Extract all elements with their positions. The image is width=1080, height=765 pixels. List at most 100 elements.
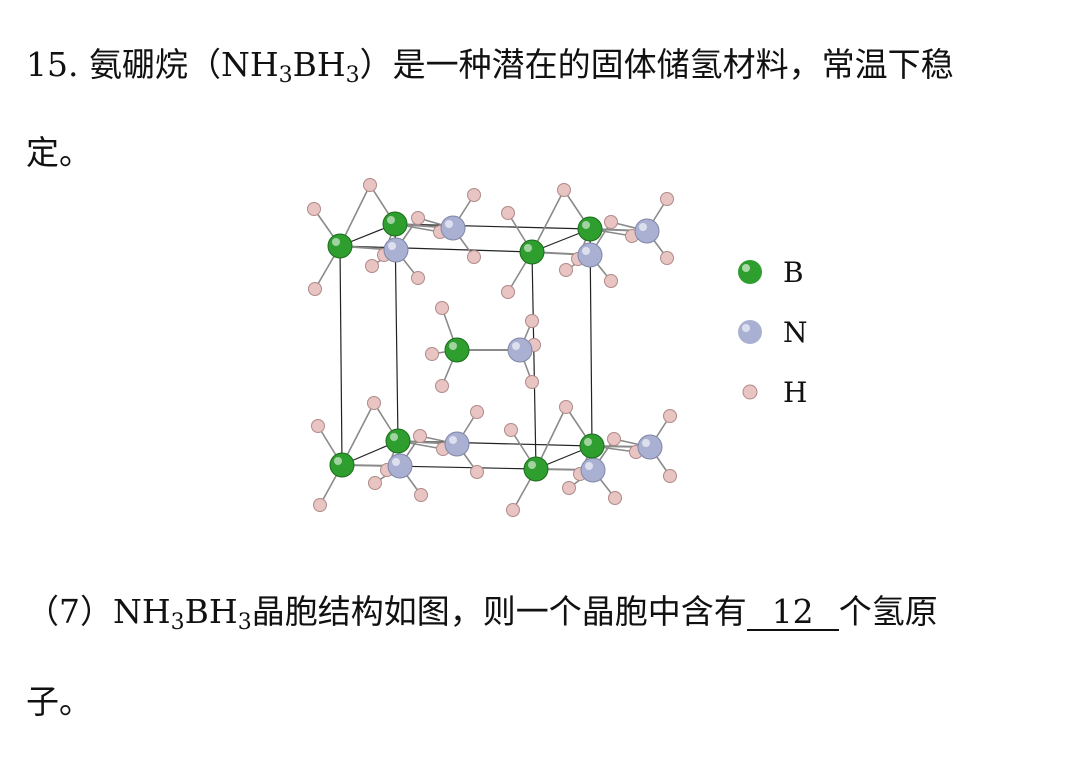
nitrogen-atom-highlight [512, 342, 520, 350]
hydrogen-atom [435, 301, 449, 315]
hydrogen-atom [557, 183, 571, 197]
unit-cell-edge [339, 245, 343, 466]
boron-atom [519, 239, 545, 265]
nitrogen-atom [383, 237, 409, 263]
nitrogen-atom [580, 457, 606, 483]
hydrogen-atom [467, 188, 481, 202]
unit-cell-edge [394, 223, 591, 230]
hydrogen-atom [504, 423, 518, 437]
hydrogen-atom [365, 259, 379, 273]
hydrogen-atom [414, 488, 428, 502]
subquestion-line-2: 子。 [26, 682, 92, 721]
nitrogen-atom-highlight [388, 242, 396, 250]
nitrogen-atom [577, 242, 603, 268]
element-legend: B N H [733, 252, 853, 412]
question-stem-line-2: 定。 [26, 133, 92, 172]
hydrogen-atom [307, 202, 321, 216]
hydrogen-atom [467, 250, 481, 264]
nitrogen-atom-highlight [392, 458, 400, 466]
hydrogen-atom [607, 432, 621, 446]
question-stem-part1: 氨硼烷（ [88, 45, 221, 84]
unit-cell-edge [339, 245, 533, 253]
nitrogen-atom-highlight [582, 247, 590, 255]
question-stem-line-1: 15. 氨硼烷（NH3BH3）是一种潜在的固体储氢材料，常温下稳 [26, 45, 954, 88]
hydrogen-atom [425, 347, 439, 361]
boron-atom-highlight [332, 238, 340, 246]
nitrogen-atom-icon [738, 320, 762, 344]
hydrogen-atom [501, 285, 515, 299]
boron-atom [579, 433, 605, 459]
boron-atom [523, 456, 549, 482]
nitrogen-atom-highlight [445, 220, 453, 228]
hydrogen-atom [660, 192, 674, 206]
boron-atom-highlight [582, 221, 590, 229]
subquestion-text: 晶胞结构如图，则一个晶胞中含有 [251, 592, 747, 631]
boron-atom [444, 337, 470, 363]
hydrogen-atom [562, 481, 576, 495]
nitrogen-atom [444, 431, 470, 457]
hydrogen-atom [435, 379, 449, 393]
subquestion-text-after: 个氢原 [838, 592, 938, 631]
hydrogen-atom [308, 282, 322, 296]
boron-atom-highlight [528, 461, 536, 469]
nitrogen-atom [634, 218, 660, 244]
legend-item-hydrogen: H [733, 372, 807, 412]
hydrogen-atom [525, 375, 539, 389]
boron-atom [385, 428, 411, 454]
hydrogen-atom [663, 409, 677, 423]
legend-item-boron: B [733, 252, 804, 292]
boron-atom-highlight [449, 342, 457, 350]
crystal-structure-diagram [307, 178, 677, 517]
hydrogen-atom [663, 469, 677, 483]
hydrogen-atom [311, 419, 325, 433]
hydrogen-atom [525, 314, 539, 328]
legend-item-nitrogen: N [733, 312, 808, 352]
hydrogen-atom [506, 503, 520, 517]
nitrogen-atom [387, 453, 413, 479]
hydrogen-atom [367, 396, 381, 410]
hydrogen-atom [559, 400, 573, 414]
boron-atom [382, 211, 408, 237]
legend-label-hydrogen: H [783, 375, 808, 409]
nitrogen-atom [507, 337, 533, 363]
boron-atom-highlight [387, 216, 395, 224]
hydrogen-atom [604, 274, 618, 288]
hydrogen-atom [368, 476, 382, 490]
legend-label-nitrogen: N [783, 315, 808, 349]
hydrogen-atom [559, 263, 573, 277]
hydrogen-atom-icon [742, 384, 758, 400]
hydrogen-atom [411, 211, 425, 225]
nitrogen-atom [440, 215, 466, 241]
hydrogen-atom [470, 405, 484, 419]
hydrogen-atom [608, 491, 622, 505]
hydrogen-atom [413, 429, 427, 443]
nitrogen-atom [637, 434, 663, 460]
hydrogen-atom [313, 498, 327, 512]
hydrogen-atom [411, 271, 425, 285]
formula-nh3bh3-sub: NH3BH3 [113, 592, 252, 635]
boron-atom [327, 233, 353, 259]
answer-blank: 12 [746, 595, 839, 631]
nitrogen-atom-highlight [639, 223, 647, 231]
question-stem-part2: ）是一种潜在的固体储氢材料，常温下稳 [359, 45, 954, 84]
subquestion-label: （7） [26, 592, 113, 631]
hydrogen-atom [660, 251, 674, 265]
boron-atom-highlight [390, 433, 398, 441]
legend-label-boron: B [783, 255, 804, 289]
boron-atom [329, 452, 355, 478]
hydrogen-atom [470, 465, 484, 479]
hydrogen-atom [363, 178, 377, 192]
formula-nh3bh3: NH3BH3 [220, 45, 360, 88]
boron-atom-icon [738, 260, 762, 284]
hydrogen-atom [501, 206, 515, 220]
nitrogen-atom-highlight [585, 462, 593, 470]
nitrogen-atom-highlight [449, 436, 457, 444]
boron-atom-highlight [524, 244, 532, 252]
hydrogen-atom [604, 215, 618, 229]
boron-atom-highlight [334, 457, 342, 465]
nitrogen-atom-highlight [642, 439, 650, 447]
boron-atom [577, 216, 603, 242]
unit-cell-edge [531, 251, 537, 470]
question-number: 15. [26, 45, 79, 84]
